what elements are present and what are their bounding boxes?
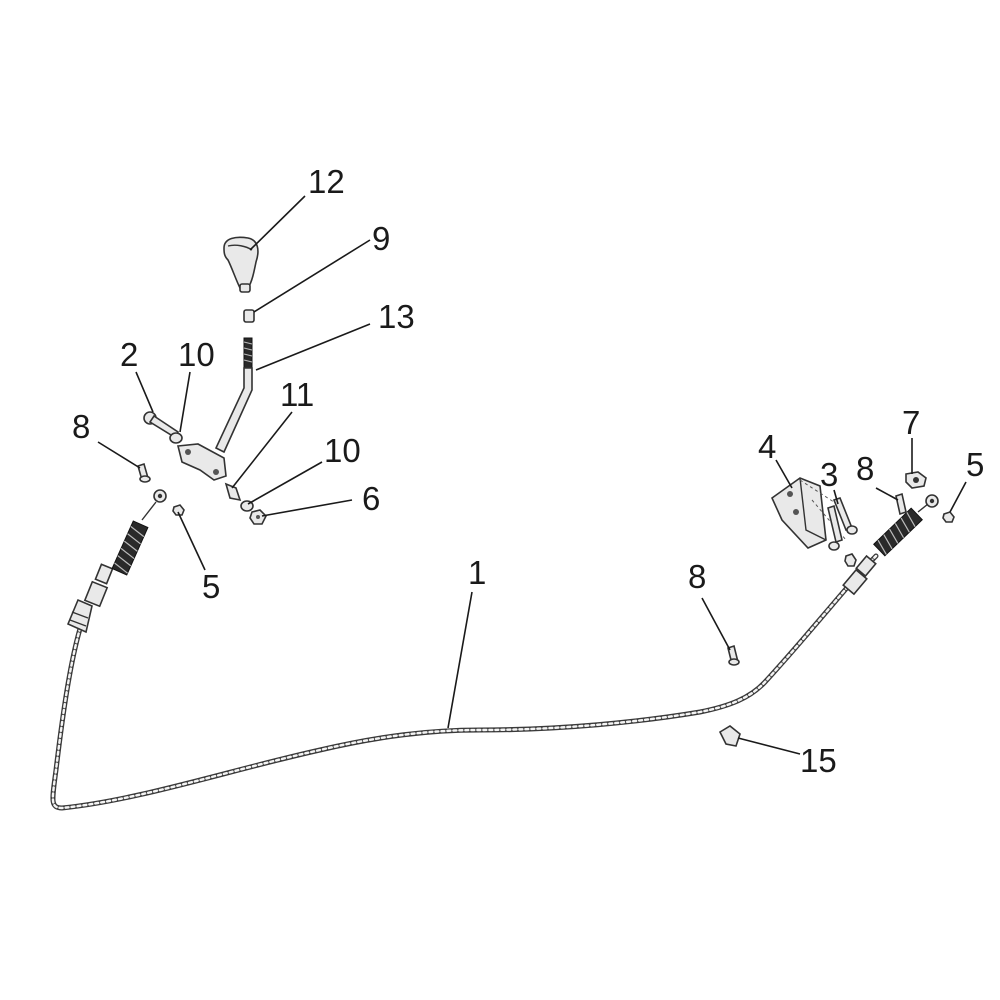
- callout-8-mid: 8: [688, 558, 706, 595]
- cable-ferrule-left: [83, 580, 109, 608]
- cable-spring-right: [873, 507, 923, 557]
- screw-right: [895, 492, 907, 516]
- pivot-bolt: [143, 411, 179, 440]
- nut-left: [172, 504, 185, 516]
- bracket-bolts: [827, 497, 858, 567]
- callout-2: 2: [120, 336, 138, 373]
- cable-bracket: [770, 477, 847, 549]
- callout-9: 9: [372, 220, 390, 257]
- callout-12: 12: [308, 163, 345, 200]
- cable-clip: [905, 471, 927, 489]
- shift-lever: [214, 337, 253, 454]
- callout-5-left: 5: [202, 568, 220, 605]
- callout-7: 7: [902, 404, 920, 441]
- leader-lines: [97, 195, 967, 755]
- screw-mid: [727, 644, 740, 666]
- callout-6: 6: [362, 480, 380, 517]
- callout-10-upper: 10: [178, 336, 215, 373]
- callout-8-left: 8: [72, 408, 90, 445]
- shift-knob: [223, 236, 259, 293]
- callout-13: 13: [378, 298, 415, 335]
- callouts: 12 9 13 2 10 11 10 6 8 5 1 8 15 4 3 8 7 …: [72, 163, 984, 779]
- callout-10-lower: 10: [324, 432, 361, 469]
- callout-8-right: 8: [856, 450, 874, 487]
- callout-11: 11: [280, 376, 314, 413]
- callout-1: 1: [468, 554, 486, 591]
- cable-spring-left: [111, 520, 149, 576]
- cable-end-left: [66, 489, 167, 634]
- callout-3: 3: [820, 456, 838, 493]
- nut-right: [942, 511, 955, 523]
- screw-left: [137, 462, 151, 483]
- cable-ferrule-right: [842, 568, 868, 596]
- shift-bushing: [243, 309, 255, 323]
- cable-clamp: [718, 725, 741, 747]
- lever-bracket: [176, 443, 227, 481]
- callout-4: 4: [758, 428, 776, 465]
- shift-cable: [50, 553, 879, 811]
- washer-upper: [169, 432, 183, 444]
- callout-5-right: 5: [966, 446, 984, 483]
- callout-15: 15: [800, 742, 837, 779]
- cable-boot-left: [66, 598, 93, 634]
- cable-end-right: [842, 494, 939, 596]
